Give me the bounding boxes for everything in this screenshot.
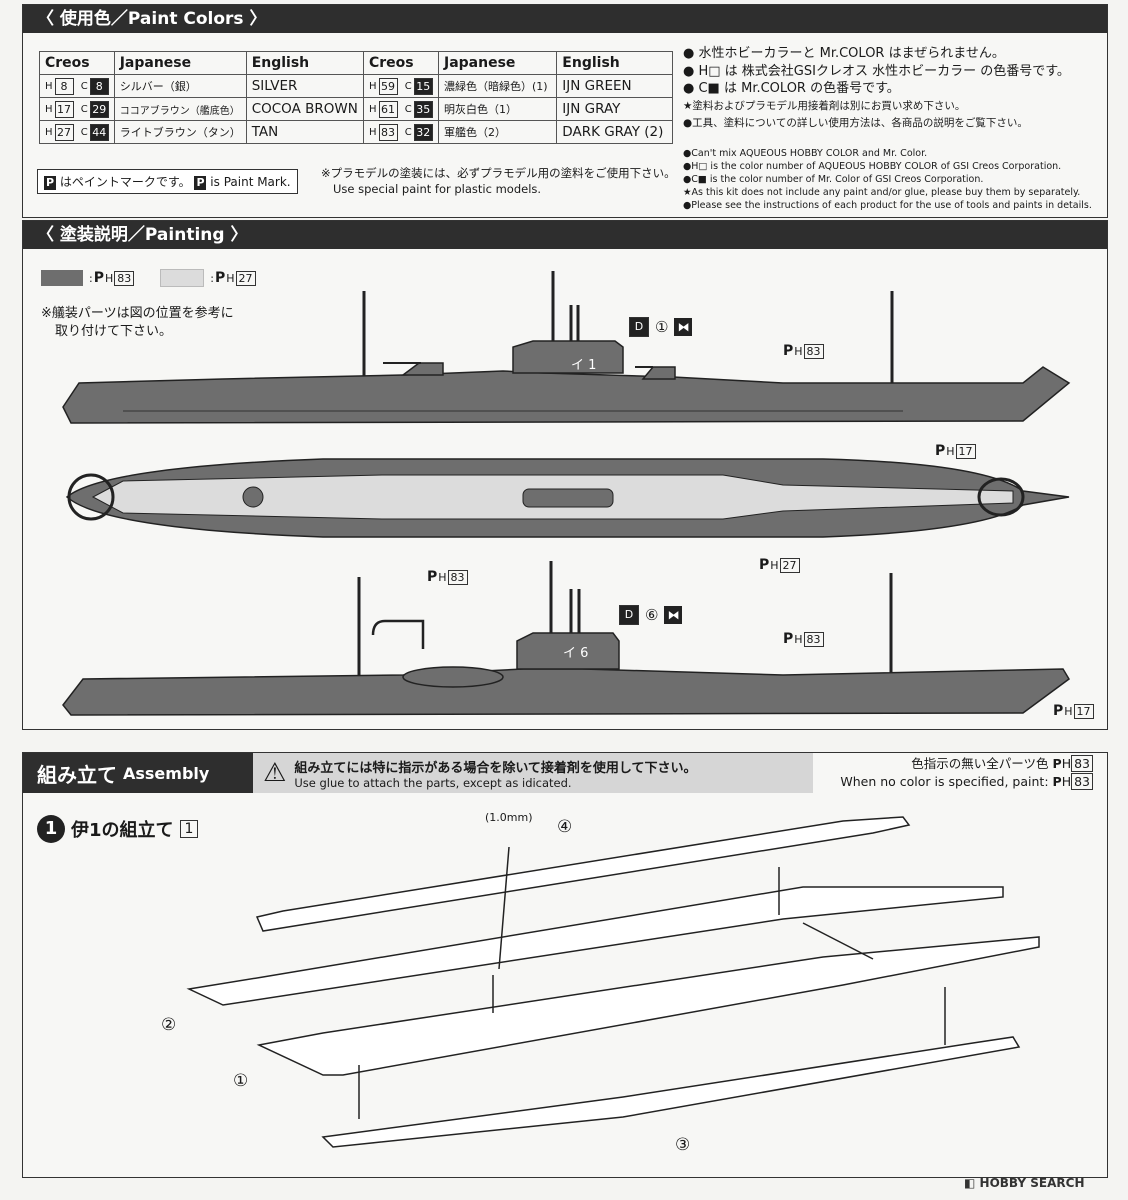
assembly-diagram (186, 816, 1040, 1148)
assembly-header: 組み立て Assembly ⚠ 組み立てには特に指示がある場合を除いて接着剤を使… (23, 753, 1109, 793)
flag-icon: ⧓ (674, 318, 693, 336)
decal-callout-i1: D ① ⧓ (629, 317, 693, 337)
paint-colors-panel: 〈 使用色／Paint Colors 〉 Creos Japanese Engl… (22, 4, 1108, 218)
painting-title: 〈 塗装説明／Painting 〉 (23, 221, 1107, 249)
submarine-drawings: イ 1 イ 6 (62, 271, 1071, 716)
assembly-panel: 組み立て Assembly ⚠ 組み立てには特に指示がある場合を除いて接着剤を使… (22, 752, 1108, 1178)
watermark-logo-icon: ◧ (964, 1176, 976, 1190)
part-label-2: ② (161, 1015, 177, 1035)
step-1-title: 1 伊1の組立て 1 (37, 815, 199, 843)
svg-text:イ 6: イ 6 (563, 646, 588, 661)
paint-mark-icon: P (44, 176, 56, 190)
legend-swatch-dark (41, 270, 83, 286)
watermark: ◧ HOBBY SEARCH (964, 1176, 1085, 1190)
col-japanese: Japanese (113, 51, 247, 75)
svg-text:イ 1: イ 1 (571, 358, 596, 373)
submarine-side-view-i1: イ 1 (62, 271, 1071, 424)
legend-swatch-light (160, 269, 205, 287)
warning-icon: ⚠ (263, 758, 287, 788)
paint-colors-title: 〈 使用色／Paint Colors 〉 (23, 5, 1107, 33)
part-label-4: ④ (557, 817, 573, 837)
fitting-note: ※艤装パーツは図の位置を参考に 取り付けて下さい。 (41, 306, 234, 339)
notes-english: ●Can't mix AQUEOUS HOBBY COLOR and Mr. C… (683, 148, 1092, 211)
part-label-3: ③ (675, 1135, 691, 1155)
assembly-title: 組み立て Assembly (23, 753, 253, 793)
col-english: English (245, 51, 364, 75)
glue-note: ⚠ 組み立てには特に指示がある場合を除いて接着剤を使用して下さい。 Use gl… (253, 753, 813, 793)
paint-mark-icon: P (194, 176, 207, 190)
paint-mark-note: P はペイントマークです。 P is Paint Mark. (37, 169, 298, 194)
decal-callout-i6: D ⑥ ⧓ (619, 605, 683, 625)
flag-icon: ⧓ (664, 606, 683, 624)
submarine-top-view (65, 458, 1070, 538)
drill-size: (1.0mm) (485, 811, 533, 824)
submarine-side-view-i6: イ 6 (62, 561, 1070, 716)
plastic-paint-note: ※プラモデルの塗装には、必ずプラモデル用の塗料をご使用下さい。 Use spec… (321, 166, 676, 196)
part-label-1: ① (233, 1071, 249, 1091)
col-creos: Creos (39, 51, 115, 75)
notes-japanese: ● 水性ホビーカラーと Mr.COLOR はまぜられません。 ● H□ は 株式… (683, 46, 1070, 129)
